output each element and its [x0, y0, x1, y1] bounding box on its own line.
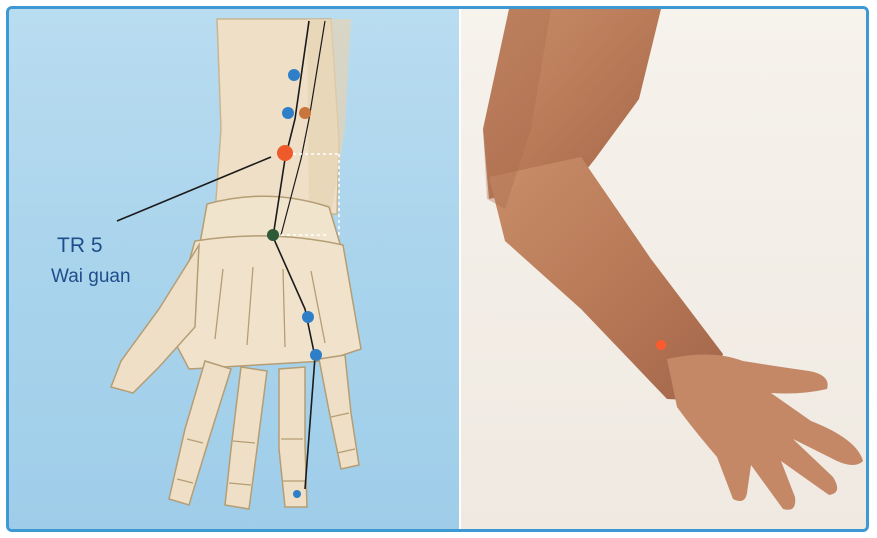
acupoint-marker-skeleton [277, 145, 293, 161]
acupoint-code: TR 5 [57, 235, 103, 256]
arm-photo-panel [461, 9, 866, 529]
acupoint-marker-photo [656, 340, 666, 350]
acupoint-name: Wai guan [51, 267, 131, 286]
skeleton-illustration-panel: TR 5 Wai guan [9, 9, 461, 529]
arm-photo-drawing [461, 9, 869, 529]
illustration-frame: TR 5 Wai guan [6, 6, 869, 532]
